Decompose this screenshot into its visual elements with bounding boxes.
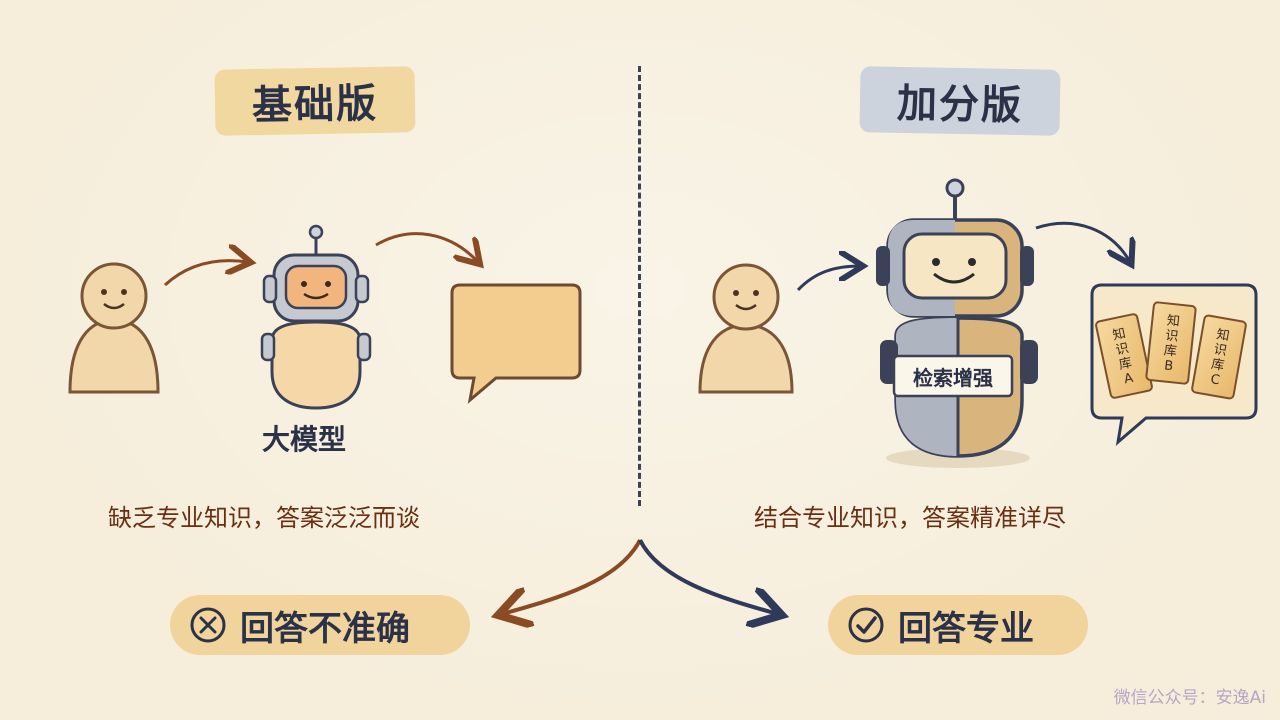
x-circle-icon [190, 607, 226, 643]
left-robot [260, 224, 372, 410]
left-result-text: 回答不准确 [240, 608, 410, 649]
left-user-figure [68, 262, 160, 394]
check-circle-icon [848, 607, 884, 643]
kb-card-a [1095, 313, 1153, 399]
retrieval-badge-label: 检索增强 [913, 365, 993, 390]
left-caption: 缺乏专业知识，答案泛泛而谈 [108, 504, 420, 532]
kb-card-c [1191, 314, 1247, 400]
kb-card-b [1145, 301, 1197, 385]
left-arrow-model-to-answer [375, 232, 478, 262]
right-answer-bubble [1090, 283, 1258, 446]
kb-tag: B [1163, 358, 1174, 375]
right-result-text: 回答专业 [898, 608, 1034, 649]
left-arrow-user-to-model [163, 261, 248, 287]
kb-tag: C [1209, 371, 1221, 389]
bottom-arrow-right [638, 539, 778, 614]
right-caption: 结合专业知识，答案精准详尽 [754, 504, 1066, 532]
left-answer-bubble [450, 283, 582, 404]
right-arrow-robot-to-answer [1035, 221, 1130, 262]
right-arrow-user-to-robot [796, 266, 860, 292]
kb-char: 知 [1166, 313, 1181, 330]
right-result-pill: 回答专业 [828, 595, 1088, 655]
kb-char: 识 [1164, 328, 1180, 345]
retrieval-badge [892, 354, 1014, 398]
watermark: 微信公众号：安逸Ai [1113, 688, 1266, 708]
right-robot [876, 178, 1038, 468]
kb-card-b-label: 知 识 库 B [1146, 305, 1196, 383]
bottom-arrow-left [502, 539, 642, 614]
model-label: 大模型 [262, 423, 347, 456]
right-user-figure [698, 263, 794, 394]
kb-char: 库 [1162, 343, 1178, 360]
kb-tag: A [1122, 370, 1135, 388]
dashed-divider [638, 66, 641, 506]
left-result-pill: 回答不准确 [170, 595, 470, 655]
